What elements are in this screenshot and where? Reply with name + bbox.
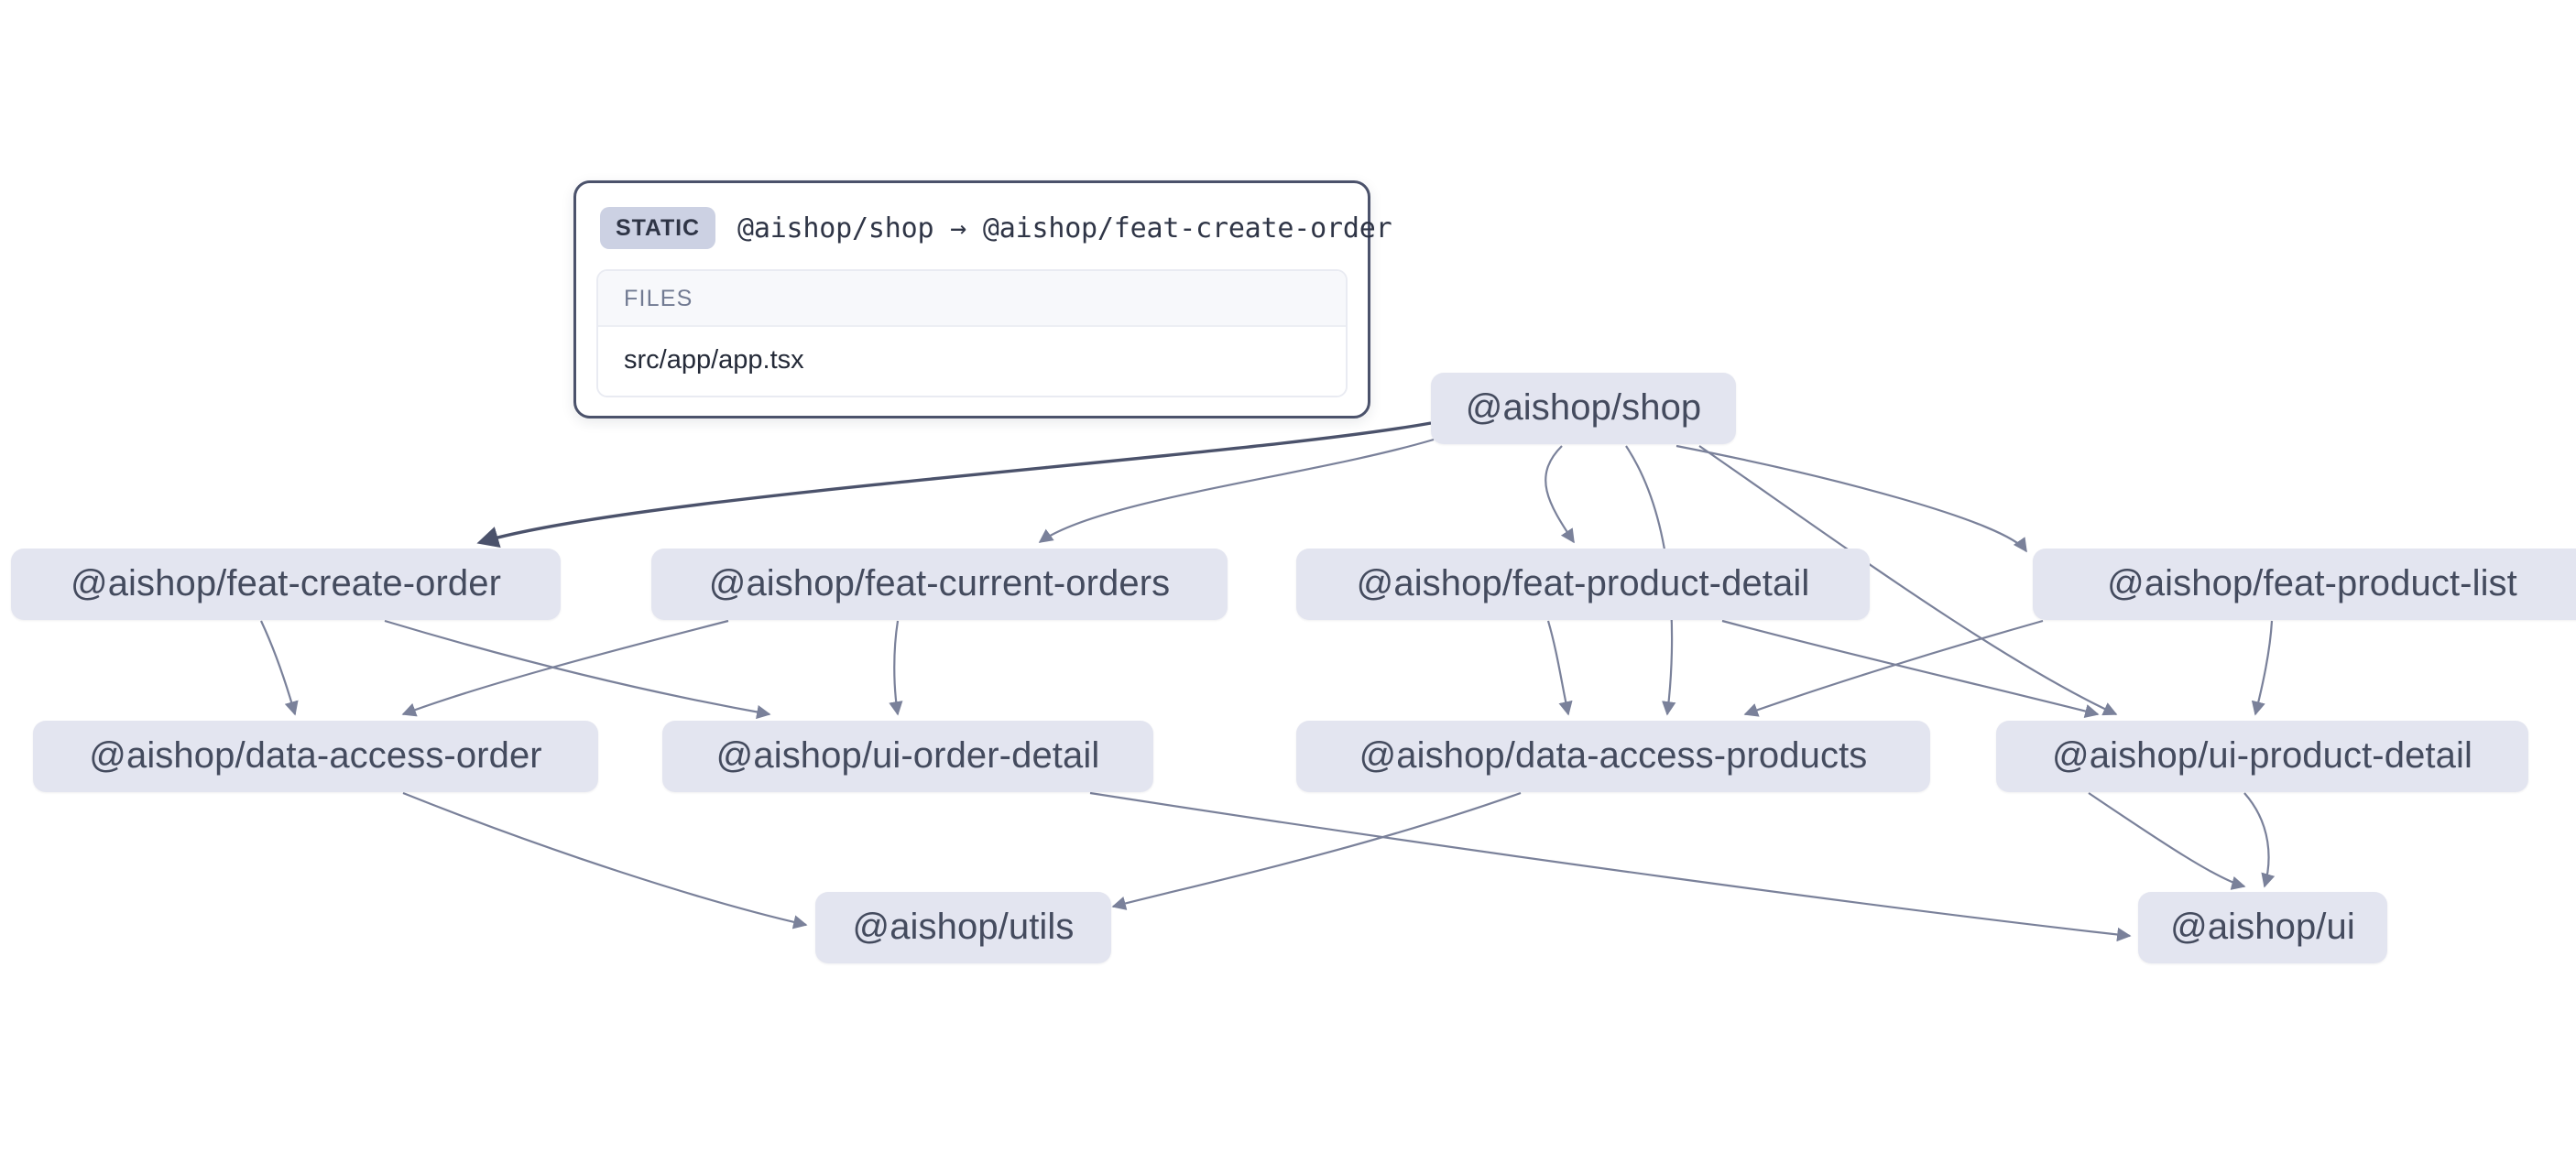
graph-node-ui[interactable]: @aishop/ui (2138, 892, 2387, 963)
graph-edge-ui-product-detail-to-ui[interactable] (2088, 792, 2246, 890)
graph-edge-shop-to-ui-product-detail[interactable] (1698, 445, 2118, 716)
graph-node-ui-product-detail[interactable]: @aishop/ui-product-detail (1996, 721, 2528, 792)
graph-node-ui-order-detail[interactable]: @aishop/ui-order-detail (662, 721, 1153, 792)
graph-node-feat-create-order[interactable]: @aishop/feat-create-order (11, 549, 561, 620)
graph-node-label: @aishop/ui (2170, 907, 2355, 947)
graph-edge-feat-current-orders-to-ui-order-detail[interactable] (889, 620, 903, 716)
static-badge: STATIC (600, 207, 715, 249)
files-list: src/app/app.tsx (598, 327, 1346, 396)
graph-node-utils[interactable]: @aishop/utils (815, 892, 1111, 963)
graph-edge-data-access-order-to-utils[interactable] (402, 791, 808, 929)
graph-edge-feat-create-order-to-data-access-order[interactable] (260, 620, 299, 716)
detail-card-title: @aishop/shop → @aishop/feat-create-order (737, 212, 1392, 245)
graph-node-shop[interactable]: @aishop/shop (1431, 373, 1736, 444)
files-panel: FILES src/app/app.tsx (596, 269, 1348, 397)
detail-card-header: STATIC @aishop/shop → @aishop/feat-creat… (596, 203, 1392, 255)
files-row[interactable]: src/app/app.tsx (598, 327, 1346, 396)
graph-node-feat-current-orders[interactable]: @aishop/feat-current-orders (651, 549, 1228, 620)
graph-node-feat-product-list[interactable]: @aishop/feat-product-list (2033, 549, 2576, 620)
graph-node-label: @aishop/ui-product-detail (2052, 735, 2472, 776)
graph-node-label: @aishop/feat-product-detail (1356, 563, 1810, 603)
graph-node-feat-product-detail[interactable]: @aishop/feat-product-detail (1296, 549, 1870, 620)
graph-edge-feat-product-detail-to-ui-product-detail[interactable] (1721, 619, 2100, 719)
graph-node-label: @aishop/data-access-products (1359, 735, 1868, 776)
graph-edge-feat-current-orders-to-data-access-order[interactable] (401, 619, 729, 717)
graph-node-data-access-products[interactable]: @aishop/data-access-products (1296, 721, 1930, 792)
graph-edge-ui-order-detail-to-ui[interactable] (1089, 791, 2132, 942)
graph-node-label: @aishop/data-access-order (89, 735, 542, 776)
graph-node-label: @aishop/utils (852, 907, 1075, 947)
dependency-detail-card[interactable]: STATIC @aishop/shop → @aishop/feat-creat… (573, 180, 1392, 418)
graph-node-label: @aishop/feat-create-order (71, 563, 501, 603)
graph-node-data-access-order[interactable]: @aishop/data-access-order (33, 721, 598, 792)
graph-edge-shop-to-feat-create-order[interactable] (476, 421, 1432, 549)
graph-edge-feat-product-list-to-ui-product-detail[interactable] (2251, 620, 2274, 716)
graph-edge-shop-to-feat-current-orders[interactable] (1038, 438, 1435, 543)
graph-edge-feat-product-detail-to-data-access-products[interactable] (1546, 620, 1573, 716)
files-panel-header: FILES (598, 271, 1346, 327)
graph-edge-feat-product-list-to-data-access-products[interactable] (1743, 619, 2044, 717)
graph-edge-data-access-products-to-utils[interactable] (1111, 791, 1522, 910)
graph-edge-shop-to-feat-product-detail[interactable] (1545, 445, 1575, 544)
graph-node-label: @aishop/feat-product-list (2107, 563, 2517, 603)
graph-node-label: @aishop/feat-current-orders (708, 563, 1171, 603)
graph-node-label: @aishop/shop (1465, 387, 1702, 428)
graph-edge-shop-to-feat-product-list[interactable] (1675, 444, 2027, 553)
graph-edge-ui-product-detail-to-ui[interactable] (2243, 792, 2276, 888)
graph-edge-feat-create-order-to-ui-order-detail[interactable] (384, 619, 771, 720)
graph-node-label: @aishop/ui-order-detail (715, 735, 1100, 776)
